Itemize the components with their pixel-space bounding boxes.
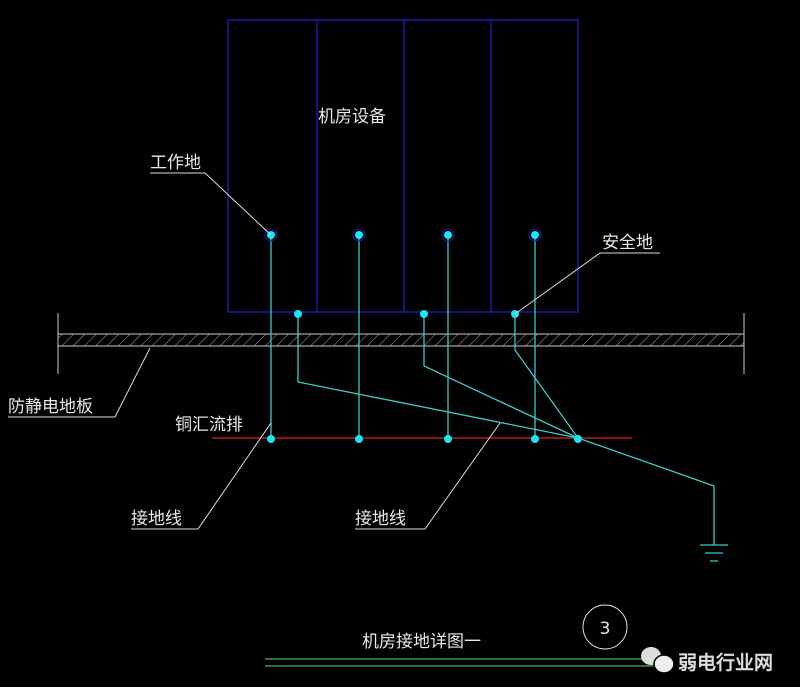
ground-wire-label-2: 接地线: [355, 509, 406, 529]
safety-ground-label: 安全地: [602, 233, 653, 253]
earth-ground-icon: [700, 544, 728, 562]
busbar-terminals: [267, 435, 582, 443]
drawing-title: 机房接地详图一: [362, 632, 481, 652]
ground-wire-label-1: 接地线: [131, 509, 182, 529]
detail-number: 3: [600, 619, 611, 639]
work-ground-label: 工作地: [150, 153, 201, 173]
safety-ground-terminals: [294, 310, 519, 318]
wechat-icon: [641, 647, 675, 674]
work-ground-terminals: [264, 228, 542, 242]
ground-wires: [270, 235, 715, 545]
equipment-cabinet: [227, 19, 579, 313]
antistatic-floor-label: 防静电地板: [8, 397, 93, 417]
detail-number-circle: [582, 604, 628, 650]
antistatic-floor: [57, 313, 745, 374]
equipment-label: 机房设备: [318, 107, 386, 127]
leader-lines: [8, 172, 660, 530]
title-underline: [265, 658, 660, 667]
copper-busbar-label: 铜汇流排: [175, 415, 243, 435]
watermark-text: 弱电行业网: [678, 651, 773, 674]
